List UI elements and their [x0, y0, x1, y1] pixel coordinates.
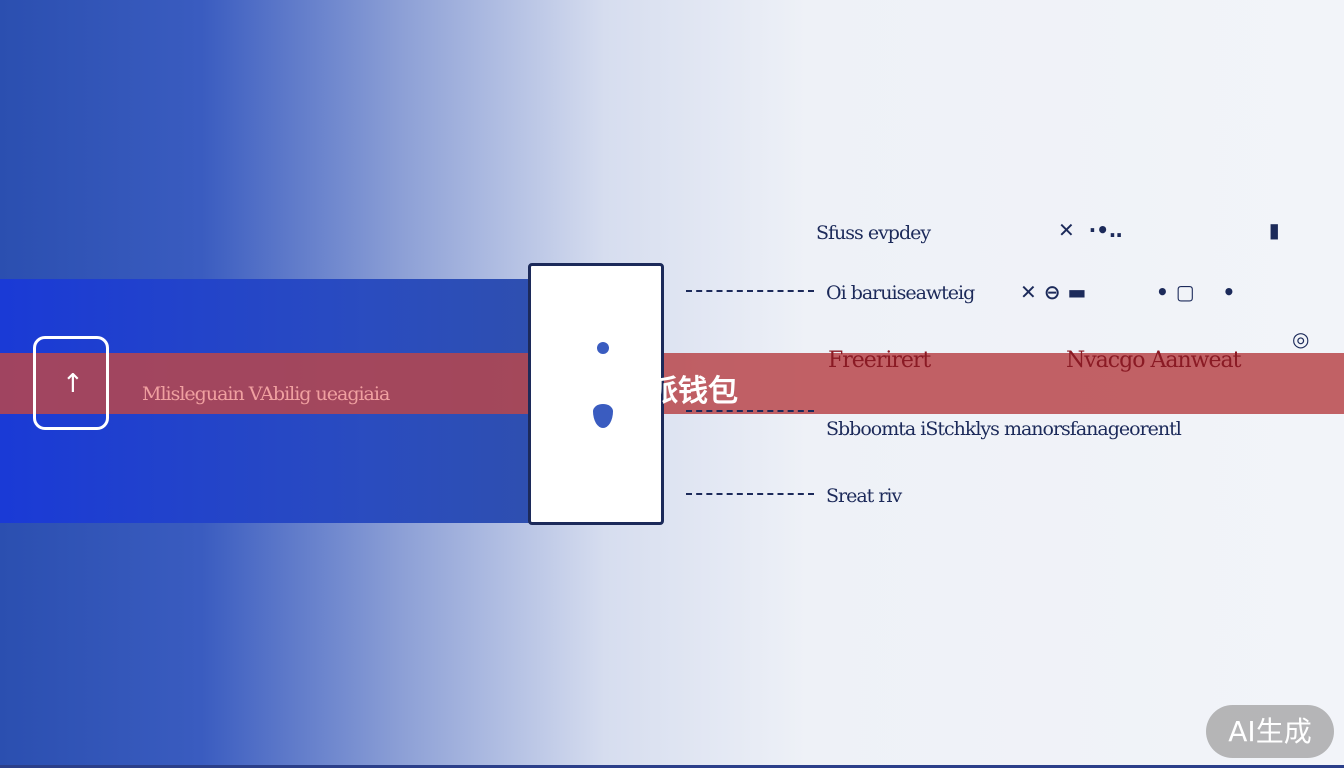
page-title: 比特派钱包: [588, 374, 738, 409]
connector-line: [686, 410, 814, 412]
bottom-border: [0, 765, 1344, 768]
phone-illustration: [528, 263, 664, 525]
upload-box: ↑: [33, 336, 109, 430]
label-4: Sreat riv: [826, 485, 902, 507]
title-banner: [0, 353, 1344, 414]
red-label-1: Freerirert: [828, 348, 931, 373]
label-3: Sbboomta iStchklys manorsfanageorentl: [826, 418, 1182, 440]
glyph-icons: ✕ ·•‥ ▮: [1058, 218, 1280, 242]
left-caption: Mlisleguain VAbilig ueagiaia: [142, 383, 390, 405]
label-1: Sfuss evpdey: [816, 222, 931, 244]
ai-generated-badge: AI生成: [1206, 705, 1334, 758]
arrow-up-icon: ↑: [62, 369, 84, 399]
glyph-icons: ✕ ⊖ ▬ • ▢ •: [1020, 280, 1236, 304]
label-2: Oi baruiseawteig: [826, 282, 975, 304]
drop-icon: [593, 404, 613, 428]
dot-icon: [597, 342, 609, 354]
connector-line: [686, 290, 814, 292]
ring-icon: ◎: [1292, 327, 1310, 351]
red-label-2: Nvacgo Aanweat: [1066, 348, 1241, 373]
connector-line: [686, 493, 814, 495]
